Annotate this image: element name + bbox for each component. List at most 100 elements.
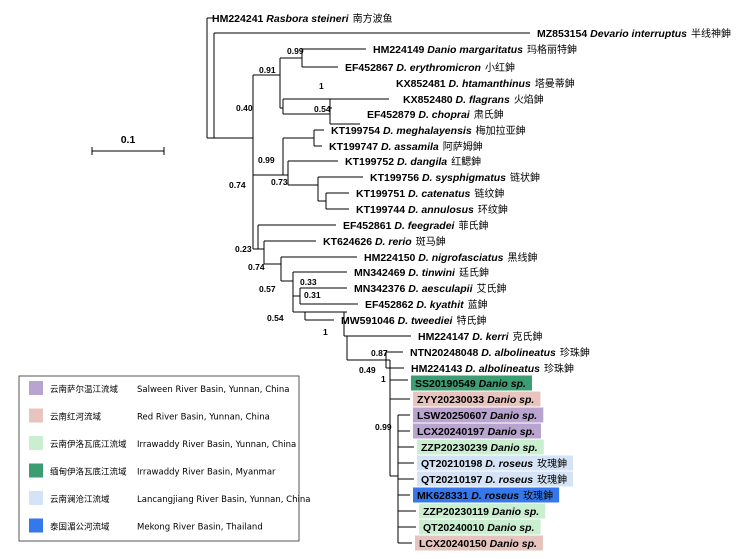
tip-label: ZZP20230239 Danio sp.: [421, 442, 538, 454]
tip-zyy20230033: ZYY20230033 Danio sp.: [413, 391, 541, 407]
legend-swatch: [29, 381, 43, 395]
tip-label: QT20240010 Danio sp.: [423, 522, 535, 534]
tip-zzp20230119: ZZP20230119 Danio sp.: [419, 503, 546, 519]
legend-label-cn: 云南伊洛瓦底江流域: [50, 439, 127, 450]
legend: 云南萨尔温江流域 Salween River Basin, Yunnan, Chi…: [18, 375, 310, 542]
support-value: 0.99: [287, 46, 304, 56]
region-highlight: [417, 455, 574, 471]
support-value: 0.54: [267, 313, 284, 323]
support-value: 0.74: [248, 262, 265, 272]
support-value: 0.54: [314, 104, 331, 114]
support-value: 0.91: [259, 65, 276, 75]
tip-label: LCX20240197 Danio sp.: [417, 426, 535, 438]
support-value: 0.99: [258, 155, 275, 165]
tip-label: LCX20240150 Danio sp.: [419, 538, 537, 550]
support-value: 0.49: [359, 365, 376, 375]
legend-item-salween: 云南萨尔温江流域 Salween River Basin, Yunnan, Chi…: [29, 381, 289, 395]
legend-box: [18, 375, 300, 542]
legend-swatch: [29, 518, 43, 533]
region-highlight: [417, 471, 574, 487]
region-highlight: [413, 487, 560, 503]
legend-swatch: [29, 436, 43, 450]
support-value: 0.33: [300, 277, 317, 287]
tip-lsw20250607: LSW20250607 Danio sp.: [413, 407, 544, 423]
region-highlight: [417, 439, 544, 455]
region-highlight: [411, 375, 532, 391]
tip-lcx20240197: LCX20240197 Danio sp.: [413, 423, 541, 439]
tip-ss20190549: SS20190549 Danio sp.: [411, 375, 532, 391]
legend-label-cn: 云南红河流域: [50, 412, 102, 423]
legend-label-en: Mekong River Basin, Thailand: [137, 523, 263, 533]
legend-label-en: Irrawaddy River Basin, Yunnan, China: [137, 440, 296, 450]
scale-bar: 0.1: [91, 134, 165, 155]
region-highlight: [413, 423, 541, 439]
tip-label: SS20190549 Danio sp.: [415, 378, 526, 390]
support-value: 0.57: [259, 284, 276, 294]
support-value: 0.40: [236, 103, 253, 113]
legend-swatch: [29, 491, 43, 505]
support-value: 0.31: [304, 290, 321, 300]
tree-branches: [206, 17, 530, 544]
support-values: 0.990.9110.540.400.990.730.740.230.740.5…: [229, 46, 392, 432]
legend-label-en: Red River Basin, Yunnan, China: [137, 413, 270, 423]
tip-zzp20230239: ZZP20230239 Danio sp.: [417, 439, 544, 455]
legend-item-red: 云南红河流域 Red River Basin, Yunnan, China: [29, 408, 270, 423]
scale-label: 0.1: [121, 134, 136, 146]
legend-label-en: Salween River Basin, Yunnan, China: [137, 385, 289, 395]
tip-lcx20240150: LCX20240150 Danio sp.: [415, 535, 543, 551]
support-value: 0.87: [371, 348, 388, 358]
legend-label-cn: 泰国湄公河流域: [50, 522, 110, 533]
region-highlight: [419, 519, 541, 535]
tip-label: ZYY20230033 Danio sp.: [417, 394, 534, 406]
tip-label: LSW20250607 Danio sp.: [417, 410, 537, 422]
legend-label-en: Lancangjiang River Basin, Yunnan, China: [137, 495, 310, 505]
region-highlight: [413, 391, 541, 407]
legend-item-irrawaddy_yn: 云南伊洛瓦底江流域 Irrawaddy River Basin, Yunnan, …: [29, 436, 296, 450]
support-value: 1: [319, 81, 324, 91]
legend-label-cn: 云南萨尔温江流域: [50, 384, 119, 395]
